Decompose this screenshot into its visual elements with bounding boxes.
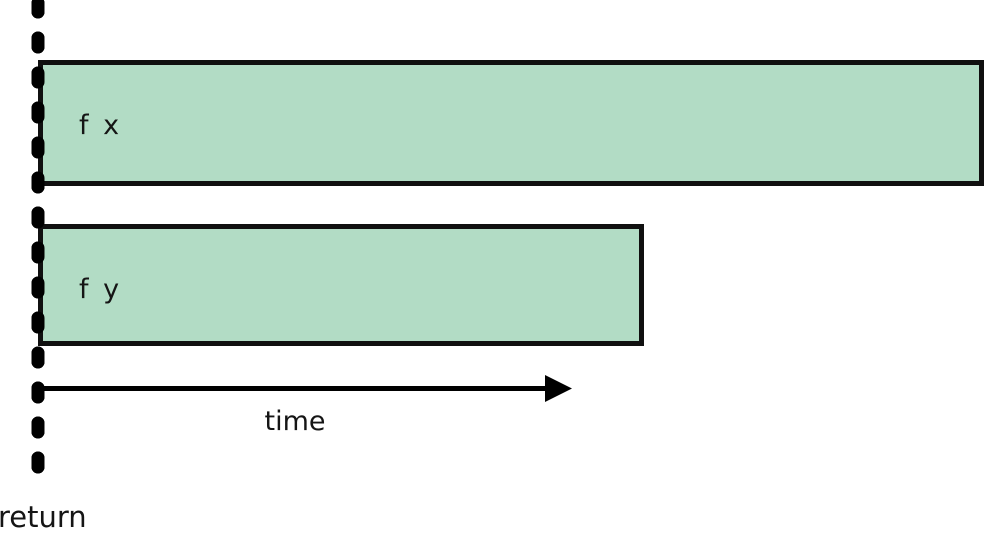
bar-fx-rect: [38, 60, 984, 186]
bar-fy-label: f y: [79, 274, 122, 305]
time-axis-arrowhead: [545, 375, 572, 402]
bar-fx-label: f x: [79, 110, 122, 141]
bar-fy-rect: [38, 224, 644, 346]
time-axis-label: time: [264, 406, 325, 437]
return-label: return: [0, 500, 87, 534]
